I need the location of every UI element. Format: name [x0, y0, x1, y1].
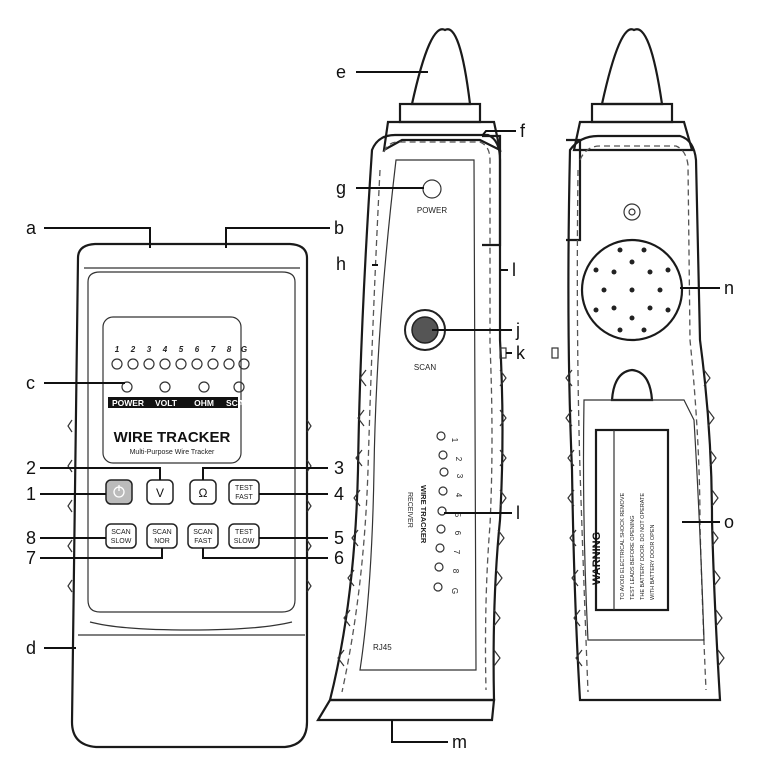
callout-5: 5: [334, 528, 344, 548]
button-scan-slow[interactable]: SCAN SLOW: [105, 523, 137, 549]
display-panel: 1 2 3 4 5 6 7 8 G POWER: [102, 316, 250, 464]
svg-text:SCAN: SCAN: [193, 529, 212, 536]
callout-8: 8: [26, 528, 36, 548]
callout-c: c: [26, 373, 35, 393]
callout-m: m: [452, 732, 467, 752]
receiver-power-label: POWER: [417, 206, 447, 215]
svg-text:G: G: [450, 588, 459, 594]
callout-j: j: [515, 320, 520, 340]
svg-text:Ω: Ω: [199, 486, 208, 500]
svg-text:SLOW: SLOW: [234, 538, 255, 545]
receiver-side-label-1: WIRE TRACKER: [419, 485, 428, 544]
channel-led-row: [111, 358, 250, 370]
speaker-grille: [580, 238, 684, 342]
svg-text:3: 3: [455, 474, 464, 479]
button-test-slow[interactable]: TEST SLOW: [228, 523, 260, 549]
mode-label-volt: VOLT: [155, 398, 178, 408]
callout-g: g: [336, 178, 346, 198]
svg-text:FAST: FAST: [194, 538, 212, 545]
mode-led-row: [121, 381, 245, 393]
svg-text:6: 6: [453, 531, 462, 536]
back-unit: WARNING TO AVOID ELECTRICAL SHOCK REMOVE…: [551, 28, 725, 702]
callout-f: f: [520, 121, 526, 141]
callout-o: o: [724, 512, 734, 532]
svg-text:TEST: TEST: [235, 529, 254, 536]
svg-text:FAST: FAST: [235, 494, 253, 501]
receiver-unit: POWER SCAN WIRE TRACKER RECEIVER 1 2 3 4…: [316, 28, 507, 722]
warning-title: WARNING: [591, 532, 603, 585]
svg-text:NOR: NOR: [154, 538, 170, 545]
svg-text:8: 8: [451, 569, 460, 574]
svg-text:7: 7: [452, 550, 461, 555]
svg-text:1: 1: [450, 438, 459, 443]
warning-line-2: TEST LEADS BEFORE OPENING: [630, 515, 636, 600]
svg-text:V: V: [156, 486, 164, 500]
receiver-grip: [337, 369, 507, 667]
callout-l-mid: l: [516, 503, 520, 523]
svg-text:4: 4: [454, 493, 463, 498]
channel-number: 6: [195, 345, 200, 354]
power-led-indicator: [422, 179, 442, 199]
receiver-side-label-2: RECEIVER: [406, 492, 413, 528]
callout-a: a: [26, 218, 37, 238]
callout-e: e: [336, 62, 346, 82]
callout-6: 6: [334, 548, 344, 568]
channel-number: 1: [115, 345, 120, 354]
channel-number: 5: [179, 345, 184, 354]
callout-d: d: [26, 638, 36, 658]
svg-text:5: 5: [453, 513, 462, 518]
button-scan-nor[interactable]: SCAN NOR: [146, 523, 178, 549]
svg-text:TEST: TEST: [235, 485, 254, 492]
receiver-pin-leds: 1 2 3 4 5 6 7 8 G: [433, 431, 464, 594]
callout-7: 7: [26, 548, 36, 568]
callout-2: 2: [26, 458, 36, 478]
mode-label-ohm: OHM: [194, 398, 214, 408]
receiver-scan-label: SCAN: [414, 363, 436, 372]
product-subtitle: Multi-Purpose Wire Tracker: [130, 449, 215, 456]
callout-l-top: l: [512, 260, 516, 280]
callout-k: k: [516, 343, 526, 363]
button-ohm[interactable]: Ω: [189, 479, 217, 505]
left-grip: [67, 419, 312, 593]
warning-line-4: WITH BATTERY DOOR OPEN: [650, 524, 656, 600]
channel-number: 4: [162, 345, 168, 354]
channel-number-row: 1 2 3 4 5 6 7 8 G: [115, 345, 247, 354]
channel-number: G: [241, 345, 247, 354]
warning-line-3: THE BATTERY DOOR. DO NOT OPERATE: [640, 493, 646, 600]
channel-number: 7: [211, 345, 216, 354]
warning-label: WARNING TO AVOID ELECTRICAL SHOCK REMOVE…: [591, 428, 670, 612]
rj45-label: RJ45: [373, 643, 392, 652]
svg-text:SLOW: SLOW: [111, 538, 132, 545]
leader-lines: [40, 71, 720, 743]
channel-number: 2: [130, 345, 136, 354]
svg-text:SCAN: SCAN: [152, 529, 171, 536]
button-power[interactable]: [105, 479, 133, 505]
callout-3: 3: [334, 458, 344, 478]
button-scan-fast[interactable]: SCAN FAST: [187, 523, 219, 549]
button-volt[interactable]: V: [146, 479, 174, 505]
callout-4: 4: [334, 484, 344, 504]
callout-labels: a b c d e f g h l j k l m n o 1 2 3 4 5 …: [26, 62, 734, 752]
back-grip: [565, 369, 725, 667]
mode-label-scan: SCAN: [226, 398, 250, 408]
callout-1: 1: [26, 484, 36, 504]
callout-n: n: [724, 278, 734, 298]
product-title: WIRE TRACKER: [114, 429, 231, 446]
mode-label-power: POWER: [112, 398, 144, 408]
svg-text:2: 2: [454, 457, 463, 462]
callout-h: h: [336, 254, 346, 274]
callout-b: b: [334, 218, 344, 238]
channel-number: 8: [227, 345, 232, 354]
svg-text:SCAN: SCAN: [111, 529, 130, 536]
warning-line-1: TO AVOID ELECTRICAL SHOCK REMOVE: [620, 492, 626, 600]
transmitter-unit: 1 2 3 4 5 6 7 8 G POWER: [67, 242, 312, 749]
channel-number: 3: [147, 345, 152, 354]
button-test-fast[interactable]: TEST FAST: [228, 479, 260, 505]
